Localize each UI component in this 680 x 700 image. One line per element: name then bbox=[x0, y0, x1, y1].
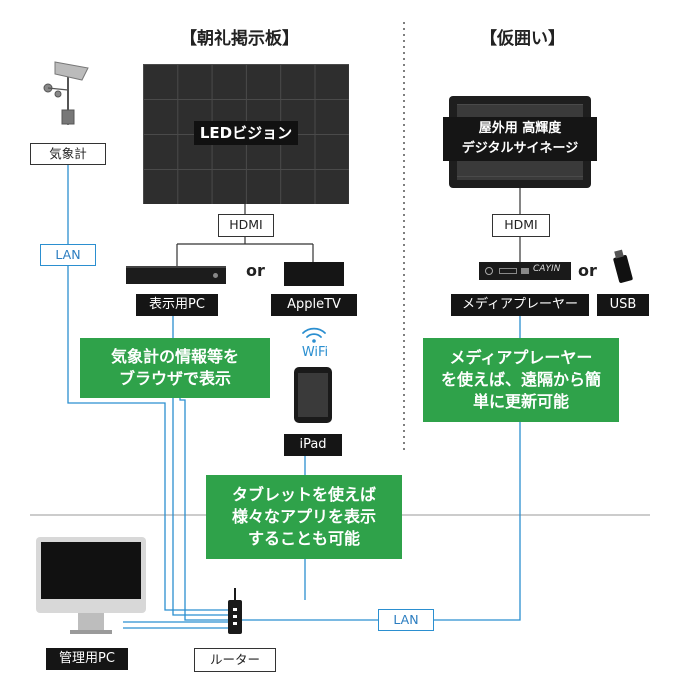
admin-pc-monitor bbox=[36, 537, 146, 613]
admin-pc-base bbox=[70, 630, 112, 634]
apple-tv-label: AppleTV bbox=[271, 294, 357, 316]
callout-media-update: メディアプレーヤー を使えば、遠隔から簡 単に更新可能 bbox=[423, 338, 619, 422]
admin-pc-stand bbox=[78, 613, 104, 631]
callout-tablet-apps: タブレットを使えば 様々なアプリを表示 することも可能 bbox=[206, 475, 402, 559]
media-player-label: メディアプレーヤー bbox=[451, 294, 589, 316]
ipad-device bbox=[294, 367, 332, 423]
section-title-morning-board: 【朝礼掲示板】 bbox=[180, 29, 299, 49]
media-player-brand: CAYIN bbox=[533, 264, 561, 274]
weather-station-label: 気象計 bbox=[30, 143, 106, 165]
signage-label: 屋外用 高輝度 デジタルサイネージ bbox=[443, 117, 597, 161]
media-player-device: CAYIN bbox=[479, 262, 571, 280]
signage-label-line1: 屋外用 高輝度 bbox=[478, 121, 562, 136]
wifi-label: WiFi bbox=[301, 345, 329, 360]
display-pc-device bbox=[126, 266, 226, 284]
ipad-label: iPad bbox=[284, 434, 342, 456]
lan-label-bottom: LAN bbox=[378, 609, 434, 631]
or-left: or bbox=[246, 261, 265, 280]
hdmi-label-right: HDMI bbox=[492, 214, 550, 237]
hdmi-label-left: HDMI bbox=[218, 214, 274, 237]
usb-label: USB bbox=[597, 294, 649, 316]
or-right: or bbox=[578, 261, 597, 280]
router-antenna-icon bbox=[234, 588, 236, 600]
lan-label-left: LAN bbox=[40, 244, 96, 266]
router-label: ルーター bbox=[194, 648, 276, 672]
admin-pc-label: 管理用PC bbox=[46, 648, 128, 670]
router-device bbox=[228, 600, 242, 634]
led-vision-label: LEDビジョン bbox=[193, 121, 299, 145]
apple-tv-device bbox=[284, 262, 344, 286]
display-pc-label: 表示用PC bbox=[136, 294, 218, 316]
signage-label-line2: デジタルサイネージ bbox=[461, 141, 579, 156]
callout-weather-browser: 気象計の情報等を ブラウザで表示 bbox=[80, 338, 270, 398]
section-title-hoarding: 【仮囲い】 bbox=[480, 29, 565, 49]
led-vision-screen: LEDビジョン bbox=[143, 64, 349, 204]
